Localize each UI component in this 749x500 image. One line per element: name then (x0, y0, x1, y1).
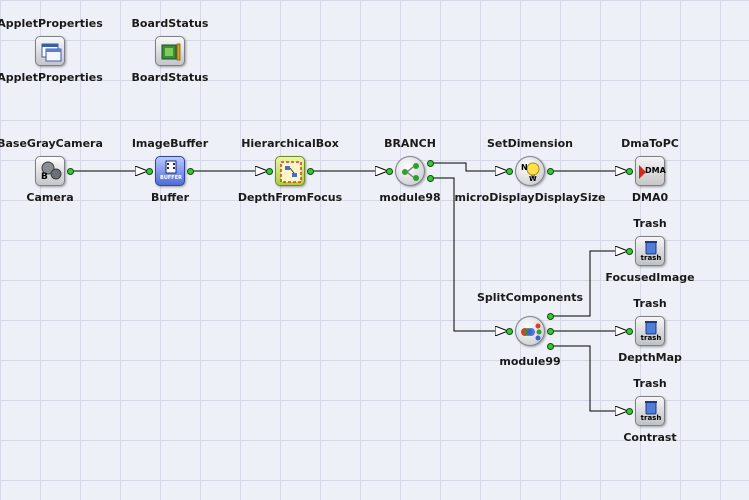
output-port-2[interactable] (427, 175, 434, 182)
set-dimension-n-text: N (521, 163, 528, 172)
node-type-label: ImageBuffer (131, 137, 209, 150)
node-name-label: module98 (379, 191, 441, 204)
node-name-label: BoardStatus (131, 71, 209, 84)
input-port[interactable] (266, 168, 273, 175)
node-name-label: microDisplayDisplaySize (454, 191, 606, 204)
node-name-label: Buffer (150, 191, 190, 204)
node-type-label: SplitComponents (476, 291, 584, 304)
input-port[interactable] (386, 168, 393, 175)
hierarchical-box-icon[interactable] (275, 156, 305, 186)
wire-split-to-trash-contrast[interactable] (551, 345, 628, 411)
camera-icon[interactable]: B (35, 156, 65, 186)
trash-icon[interactable]: trash (635, 236, 665, 266)
node-type-label: HierarchicalBox (241, 137, 339, 150)
node-name-label: module99 (499, 355, 561, 368)
node-name-label: Camera (26, 191, 74, 204)
dma-icon[interactable]: DMA (635, 156, 666, 186)
output-port[interactable] (547, 168, 554, 175)
node-type-label: SetDimension (486, 137, 574, 150)
trash-icon[interactable]: trash (635, 396, 665, 426)
node-name-label: Contrast (623, 431, 677, 444)
node-type-label: DmaToPC (621, 137, 679, 150)
split-components-icon[interactable] (515, 316, 545, 346)
output-port[interactable] (67, 168, 74, 175)
wire-branch-to-setdimension[interactable] (431, 162, 508, 171)
input-port[interactable] (146, 168, 153, 175)
input-port[interactable] (626, 328, 633, 335)
output-port[interactable] (307, 168, 314, 175)
output-port-2[interactable] (547, 328, 554, 335)
node-type-label: AppletProperties (0, 17, 103, 30)
input-port[interactable] (626, 168, 633, 175)
node-type-label: BoardStatus (131, 17, 209, 30)
set-dimension-icon[interactable]: N W (515, 156, 545, 186)
input-port[interactable] (626, 408, 633, 415)
applet-properties-icon[interactable] (35, 36, 65, 66)
node-type-label: Trash (633, 377, 667, 390)
node-name-label: DepthFromFocus (237, 191, 343, 204)
node-name-label: DMA0 (631, 191, 669, 204)
output-port[interactable] (187, 168, 194, 175)
output-port-1[interactable] (547, 313, 554, 320)
input-port[interactable] (506, 328, 513, 335)
dma-icon-text: DMA (645, 166, 666, 175)
output-port-1[interactable] (427, 160, 434, 167)
board-status-icon[interactable] (155, 36, 185, 66)
node-name-label: AppletProperties (0, 71, 103, 84)
output-port-3[interactable] (547, 343, 554, 350)
node-name-label: DepthMap (618, 351, 682, 364)
node-type-label: Trash (633, 297, 667, 310)
camera-icon-text: B (41, 172, 48, 182)
input-port[interactable] (626, 248, 633, 255)
buffer-icon-text: BUFFER (160, 175, 182, 181)
set-dimension-w-text: W (529, 175, 537, 183)
node-type-label: BaseGrayCamera (0, 137, 103, 150)
buffer-icon[interactable]: BUFFER (155, 156, 185, 186)
node-name-label: FocusedImage (605, 271, 695, 284)
trash-icon-text: trash (640, 414, 662, 422)
branch-icon[interactable] (395, 156, 425, 186)
node-type-label: Trash (633, 217, 667, 230)
wire-branch-to-splitcomponents[interactable] (431, 177, 508, 331)
trash-icon[interactable]: trash (635, 316, 665, 346)
wire-split-to-trash-focusedimage[interactable] (551, 251, 628, 317)
input-port[interactable] (506, 168, 513, 175)
trash-icon-text: trash (640, 334, 662, 342)
node-type-label: BRANCH (384, 137, 436, 150)
trash-icon-text: trash (640, 254, 662, 262)
